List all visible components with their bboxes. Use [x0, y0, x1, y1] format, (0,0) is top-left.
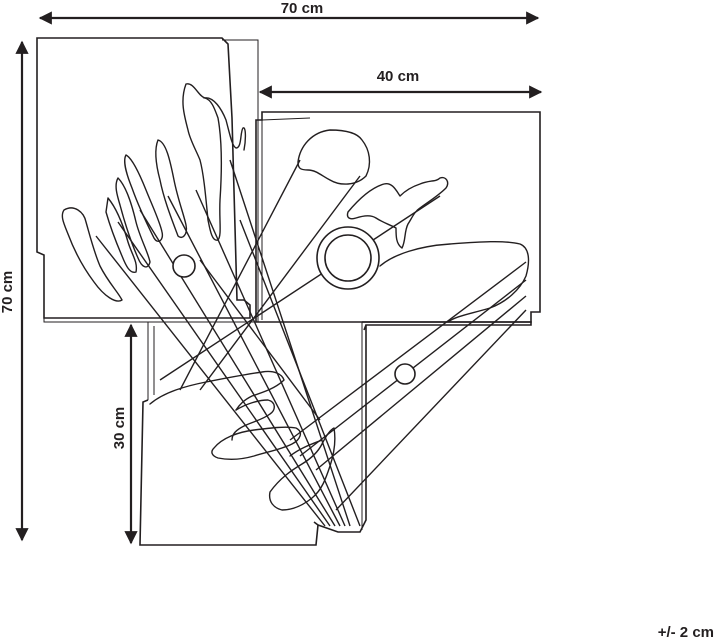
upper-left-panel — [36, 37, 251, 319]
leaf-shape-4 — [123, 154, 164, 242]
leaf-shape-1 — [182, 83, 223, 241]
width-70-label: 70 cm — [281, 0, 324, 17]
rod-15 — [199, 259, 321, 421]
wall-art-panels — [36, 37, 541, 546]
rod-7 — [179, 159, 301, 391]
rod-3 — [167, 195, 341, 527]
leaf-shape-9 — [346, 176, 449, 249]
rod-14 — [239, 219, 361, 527]
leaf-shape-11 — [149, 370, 285, 411]
leaf-shape-12 — [231, 399, 275, 441]
rod-4 — [139, 209, 336, 527]
rod-1 — [229, 159, 351, 527]
rod-6 — [95, 235, 326, 527]
dimension-lines — [15, 11, 543, 545]
rod-12 — [315, 295, 527, 471]
leaf-shape-8 — [297, 129, 371, 185]
decorative-leaf-shapes — [61, 83, 530, 511]
rod-9 — [159, 195, 441, 381]
rod-5 — [117, 221, 331, 527]
middle-back-panel — [147, 321, 363, 530]
leaf-shape-5 — [115, 177, 151, 268]
metal-rods — [95, 159, 527, 527]
leaf-shape-2 — [203, 97, 247, 151]
leaf-shape-10 — [379, 240, 530, 323]
rod-8 — [199, 175, 361, 391]
leaf-shape-14 — [268, 427, 336, 511]
upper-left-back-panel — [43, 39, 259, 323]
tolerance-note: +/- 2 cm — [657, 624, 714, 641]
leaf-shape-3 — [155, 139, 188, 239]
width-40-label: 40 cm — [377, 68, 420, 85]
small-disc-upper — [172, 254, 196, 278]
right-panel — [255, 111, 541, 323]
leaf-shape-7 — [61, 207, 123, 302]
lower-left-panel — [139, 399, 319, 546]
lower-right-panel — [317, 321, 532, 533]
leaf-shape-13 — [211, 426, 302, 461]
height-30-label: 30 cm — [111, 407, 128, 450]
right-panel-inner-edge — [261, 117, 311, 320]
decorative-circles — [172, 226, 416, 385]
ring-large-inner — [324, 234, 372, 282]
height-70-label: 70 cm — [0, 271, 16, 314]
rod-13 — [335, 309, 527, 511]
rod-2 — [195, 189, 346, 527]
rod-10 — [289, 261, 527, 441]
small-disc-lower — [394, 363, 416, 385]
